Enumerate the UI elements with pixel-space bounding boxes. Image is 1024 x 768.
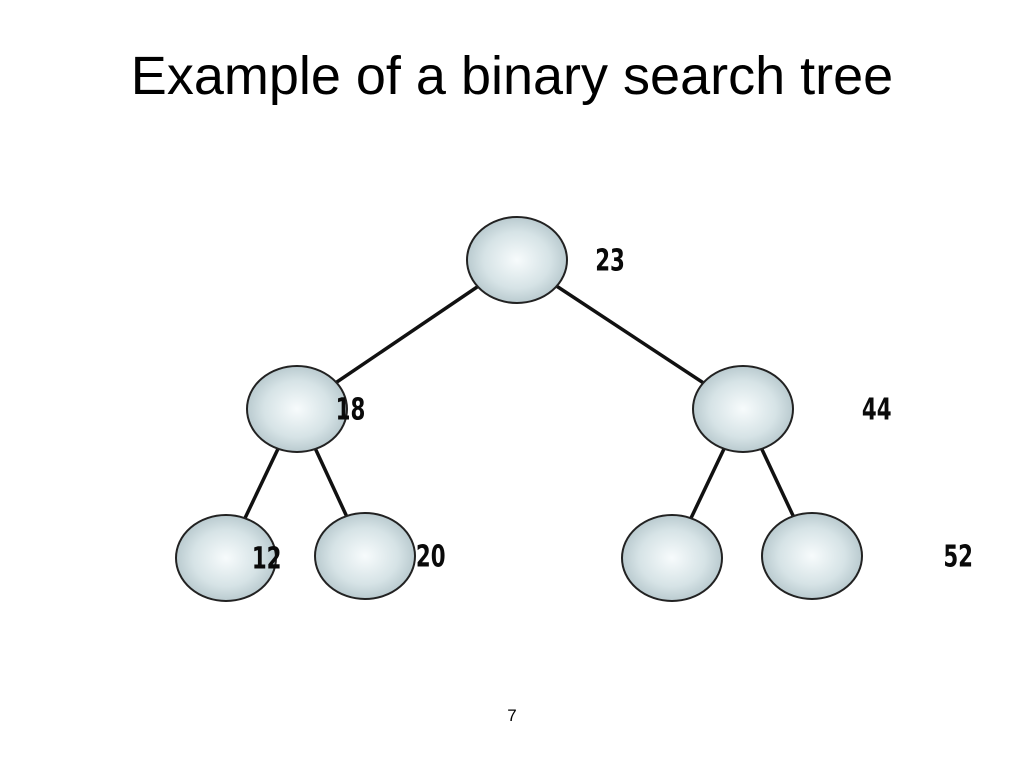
slide-title: Example of a binary search tree xyxy=(130,46,894,106)
tree-nodes: 23184412203552 xyxy=(175,216,973,602)
node-label: 23 xyxy=(595,244,625,279)
tree-node-18: 18 xyxy=(246,365,366,453)
node-label: 18 xyxy=(336,393,366,428)
tree-node-44: 44 xyxy=(692,365,892,453)
node-label: 52 xyxy=(943,540,973,575)
node-ellipse xyxy=(621,514,723,602)
node-label: 20 xyxy=(416,540,446,575)
node-ellipse xyxy=(761,512,863,600)
page-number: 7 xyxy=(507,706,517,725)
node-ellipse xyxy=(246,365,348,453)
tree-node-52: 52 xyxy=(761,512,973,600)
tree-node-23: 23 xyxy=(466,216,625,304)
node-label: 12 xyxy=(252,542,282,577)
node-ellipse xyxy=(314,512,416,600)
node-label: 44 xyxy=(862,393,892,428)
node-ellipse xyxy=(692,365,794,453)
node-ellipse xyxy=(466,216,568,304)
tree-node-12: 12 xyxy=(175,514,282,602)
tree-node-20: 20 xyxy=(314,512,446,600)
node-ellipse xyxy=(175,514,277,602)
